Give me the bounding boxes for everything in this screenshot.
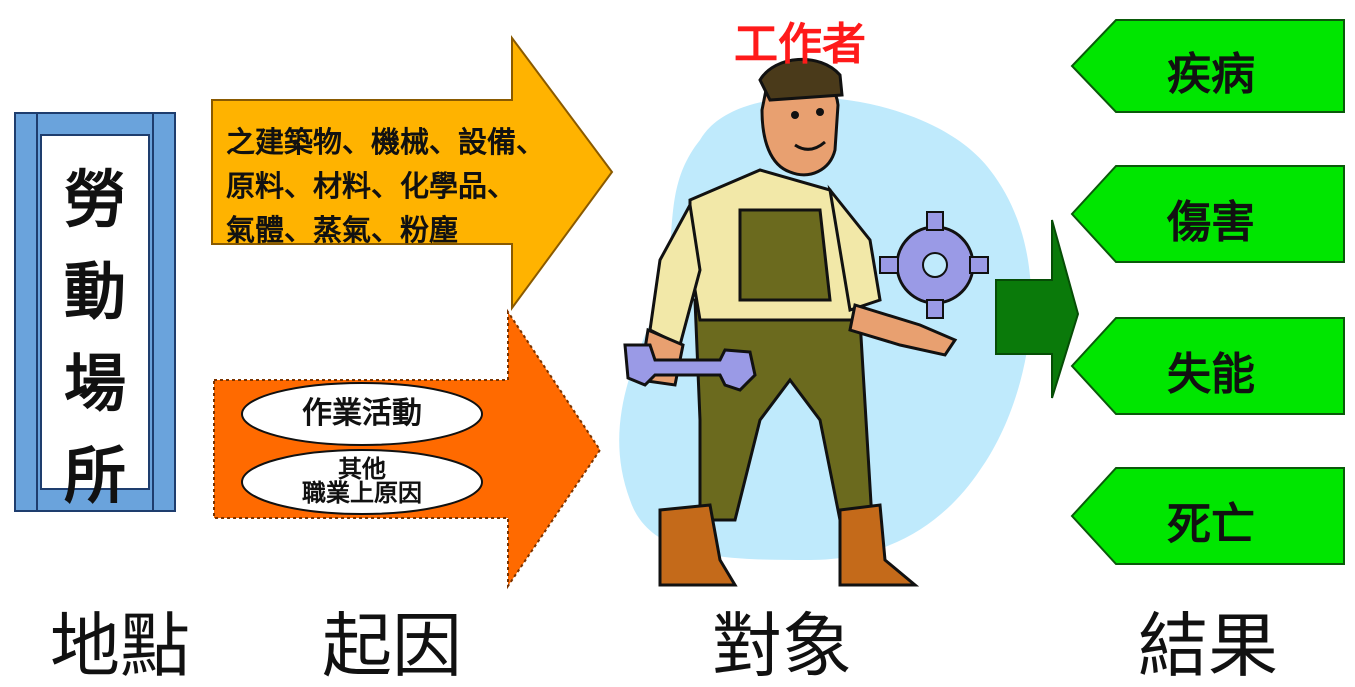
workplace-scroll: 勞 動 場 所 [14, 112, 176, 512]
workplace-panel: 勞 動 場 所 [40, 134, 150, 512]
worker-figure [623, 57, 989, 587]
activity-arrow [213, 308, 602, 590]
bottom-label-target: 對象 [712, 605, 852, 687]
wrench-icon [623, 343, 757, 392]
result-shape-1 [1070, 19, 1345, 113]
gear-icon [879, 211, 989, 319]
scroll-edge-right [152, 114, 154, 510]
result-label-disease: 疾病 [1167, 49, 1255, 100]
worker-title: 工作者 [734, 19, 866, 70]
bottom-label-result: 結果 [1138, 605, 1278, 687]
other-oval-label-line1: 其他 [338, 455, 386, 483]
result-shape-2 [1070, 165, 1345, 263]
activity-oval-shape [241, 382, 483, 446]
workplace-label: 勞 動 場 所 [63, 163, 126, 512]
result-label-death: 死亡 [1167, 499, 1255, 550]
scroll-edge-left [36, 114, 38, 510]
result-shape-4 [1070, 467, 1345, 565]
bottom-label-place: 地點 [50, 605, 190, 687]
result-label-disability: 失能 [1167, 349, 1255, 400]
materials-text: 之建築物、機械、設備、 原料、材料、化學品、 氣體、蒸氣、粉塵 [226, 125, 546, 247]
materials-arrow [211, 34, 614, 312]
result-arrow [995, 219, 1080, 399]
bottom-label-cause: 起因 [322, 605, 462, 687]
activity-oval-label: 作業活動 [302, 396, 422, 431]
other-oval-label-line2: 職業上原因 [302, 479, 422, 507]
result-label-injury: 傷害 [1167, 197, 1255, 248]
other-oval-shape [241, 449, 483, 515]
result-shape-3 [1070, 317, 1345, 415]
